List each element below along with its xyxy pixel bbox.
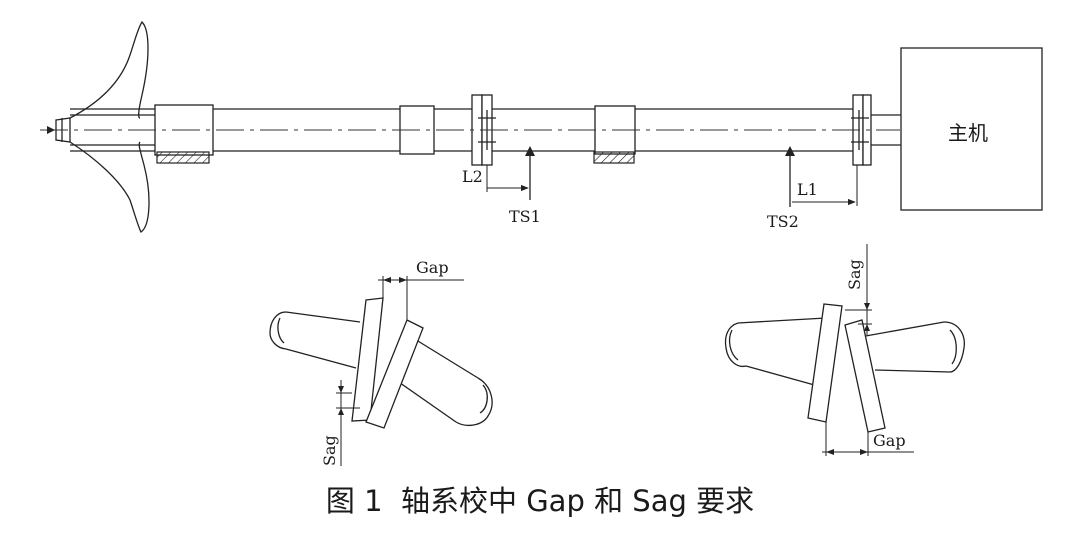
figure-caption: 图 1 轴系校中 Gap 和 Sag 要求: [326, 484, 754, 518]
propeller: [55, 20, 150, 233]
shaft-line-drawing: 主机 TS1 TS2 L2 L1: [40, 20, 1043, 233]
main-engine-box: [900, 47, 1043, 211]
support-point-ts2: TS2: [767, 146, 799, 231]
gap-detail-left: Gap Sag: [269, 258, 493, 466]
svg-text:L1: L1: [797, 180, 818, 199]
svg-text:TS1: TS1: [509, 207, 541, 226]
svg-text:Gap: Gap: [873, 431, 906, 450]
svg-text:TS2: TS2: [767, 212, 799, 231]
sag-detail-right: Sag Gap: [724, 244, 965, 456]
dimension-l1: L1: [792, 165, 858, 206]
intermediate-bearing: [593, 151, 635, 164]
dimension-l2: L2: [462, 165, 529, 192]
svg-text:Gap: Gap: [416, 258, 449, 277]
svg-text:Sag: Sag: [320, 435, 339, 466]
main-engine-label: 主机: [948, 121, 988, 145]
support-point-ts1: TS1: [509, 146, 541, 226]
svg-text:L2: L2: [462, 167, 483, 186]
svg-text:Sag: Sag: [845, 259, 864, 290]
aft-stern-bearing: [156, 151, 210, 164]
